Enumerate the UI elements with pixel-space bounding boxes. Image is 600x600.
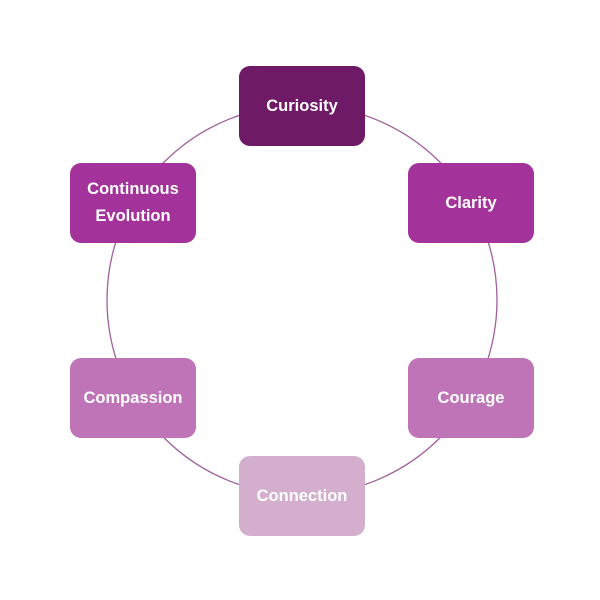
cycle-node-compassion[interactable]: Compassion <box>70 358 196 438</box>
cycle-node-courage[interactable]: Courage <box>408 358 534 438</box>
cycle-node-continuous-evolution[interactable]: Continuous Evolution <box>70 163 196 243</box>
node-label: Curiosity <box>266 96 338 115</box>
node-label: Connection <box>256 486 348 505</box>
cycle-node-connection[interactable]: Connection <box>239 456 365 536</box>
cycle-node-clarity[interactable]: Clarity <box>408 163 534 243</box>
cycle-node-curiosity[interactable]: Curiosity <box>239 66 365 146</box>
node-label: Continuous Evolution <box>87 180 179 225</box>
node-label: Clarity <box>445 193 497 212</box>
node-label: Compassion <box>83 388 183 407</box>
node-label: Courage <box>437 388 505 407</box>
